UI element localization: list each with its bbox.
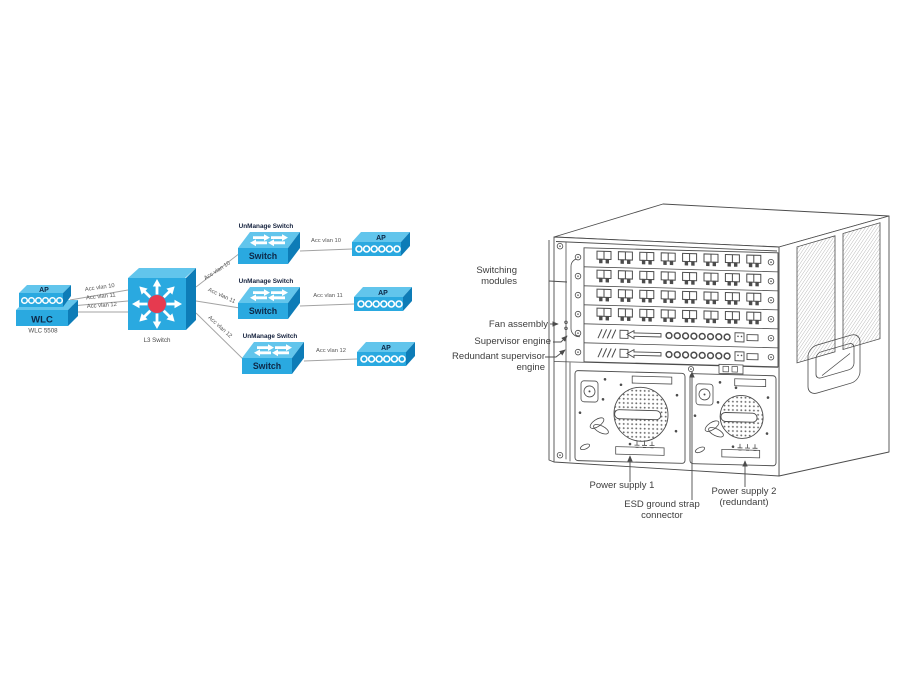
callout-power-supply-1: Power supply 1 [589, 480, 655, 491]
l3-switch-arrows-icon [132, 279, 182, 329]
uplink-labels: Acc vlan 10 Acc vlan 11 Acc vlan 12 [85, 283, 117, 310]
uplink-label: Acc vlan 11 [86, 292, 116, 301]
uplink-label: Acc vlan 12 [87, 302, 117, 310]
side-vent-panel [796, 235, 836, 364]
switch-label: Switch [249, 251, 277, 261]
access-labels: Acc vlan 10 Acc vlan 11 Acc vlan 12 [311, 238, 346, 354]
access-label: Acc vlan 11 [313, 293, 343, 299]
trunk-label: Acc vlan 11 [207, 287, 236, 305]
trunk-label: Acc vlan 10 [203, 260, 231, 281]
side-handle [807, 334, 861, 394]
switch-title: UnManage Switch [243, 333, 298, 340]
chassis-illustration [545, 203, 890, 500]
access-point-node-1: AP [351, 231, 411, 257]
ap-label: AP [381, 345, 391, 352]
ap-label: AP [378, 290, 388, 297]
callout-supervisor-engine: Supervisor engine [474, 336, 551, 347]
access-label: Acc vlan 10 [311, 238, 341, 244]
side-vent-panel [842, 222, 881, 351]
wlc-caption: WLC 5508 [28, 328, 58, 335]
switch-title: UnManage Switch [239, 278, 294, 285]
switch-label: Switch [253, 361, 281, 371]
l3-switch-hub-dot [148, 295, 166, 313]
switch-label: Switch [249, 306, 277, 316]
access-point-node-3: AP [356, 341, 416, 367]
chassis-front-detail [554, 242, 779, 467]
unmanaged-switch-node-3: UnManage Switch Switch [242, 333, 304, 374]
callout-power-supply-2: Power supply 2 (redundant) [711, 486, 777, 508]
wlc-coils-icon [20, 296, 64, 305]
callout-redundant-supervisor-engine: Redundant supervisor engine [452, 351, 545, 373]
switch-title: UnManage Switch [239, 223, 294, 230]
wlc-node: AP WLC WLC 5508 [16, 285, 78, 335]
l3-switch-caption: L3 Switch [144, 337, 171, 344]
callout-fan-assembly: Fan assembly [488, 319, 548, 330]
wlc-ap-label: AP [39, 287, 49, 294]
wlan-topology-diagram: Acc vlan 10 Acc vlan 11 Acc vlan 12 Acc … [16, 223, 416, 374]
callout-esd-ground-strap: ESD ground strap connector [624, 499, 700, 521]
topology-links [69, 248, 358, 362]
callout-switching-modules: Switching modules [476, 265, 517, 287]
l3-switch-node: L3 Switch [128, 268, 196, 344]
callout-leaders [545, 280, 748, 500]
trunk-labels: Acc vlan 10 Acc vlan 11 Acc vlan 12 [203, 260, 236, 339]
unmanaged-switch-node-2: UnManage Switch Switch [238, 278, 300, 319]
unmanaged-switch-node-1: UnManage Switch Switch [238, 223, 300, 264]
ap-label: AP [376, 235, 386, 242]
access-label: Acc vlan 12 [316, 348, 346, 354]
chassis-side-vents [796, 222, 881, 394]
wlc-label: WLC [31, 315, 53, 326]
uplink-label: Acc vlan 10 [85, 283, 116, 293]
access-point-node-2: AP [353, 286, 413, 312]
